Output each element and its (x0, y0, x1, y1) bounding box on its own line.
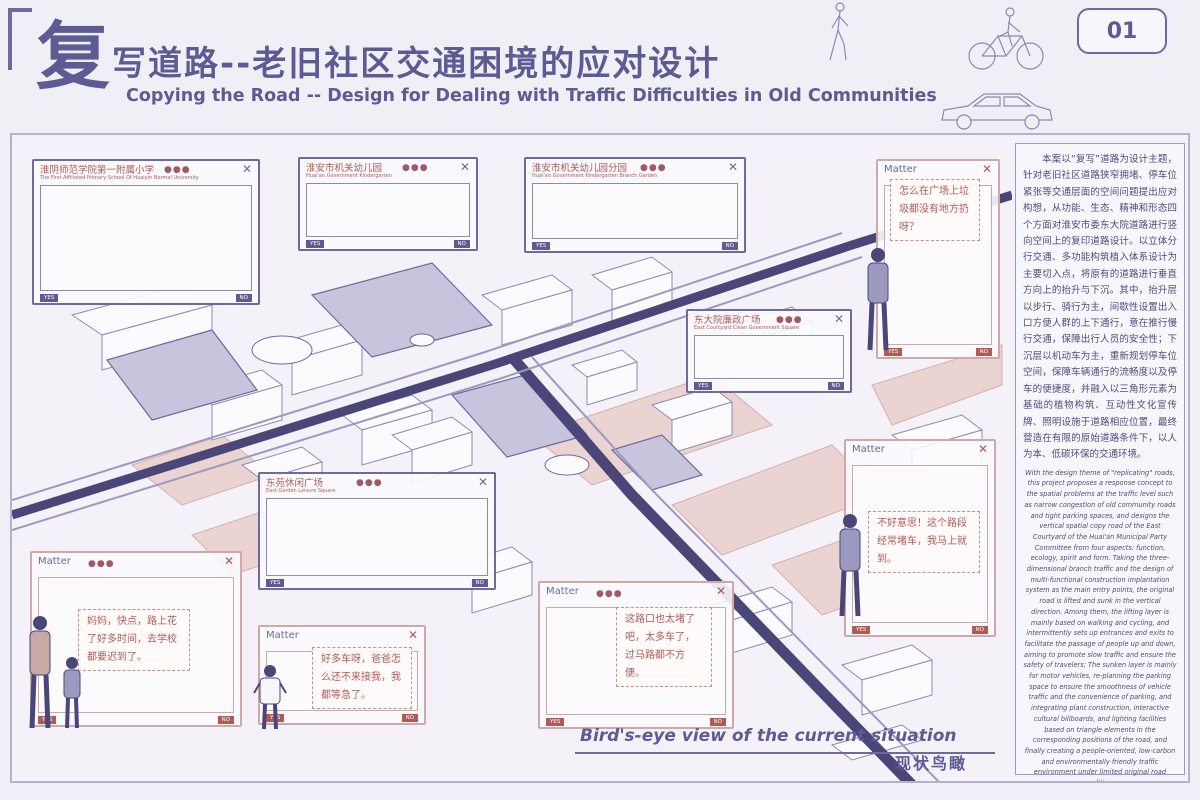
speech-bubble: 妈妈，快点，路上花了好多时间，去学校都要迟到了。 (78, 609, 190, 671)
popup-image (306, 183, 470, 237)
close-icon[interactable]: ✕ (715, 584, 726, 598)
no-button[interactable]: NO (975, 348, 992, 356)
close-icon[interactable]: ✕ (407, 628, 418, 642)
popup-dots-icon: ●●● (776, 315, 803, 325)
matter-dots-icon: ●●● (88, 559, 115, 569)
matter-title: Matter (266, 630, 299, 641)
popup-dots-icon: ●●● (164, 165, 191, 175)
no-button[interactable]: NO (709, 718, 726, 726)
popup-image (266, 498, 488, 576)
popup-primary-school[interactable]: 淮阴师范学院第一附属小学 The First Affiliated Primar… (32, 159, 260, 305)
no-button[interactable]: NO (235, 294, 252, 302)
popup-subtitle: East Garden Leisure Square (266, 488, 336, 494)
matter-title: Matter (852, 444, 885, 455)
popup-image (694, 335, 844, 379)
pedestrian-sketch (829, 2, 849, 61)
title-big-character: 复 (36, 14, 110, 100)
popup-title: 淮安市机关幼儿园 (306, 163, 383, 174)
cyclist-sketch (968, 7, 1044, 70)
corner-bracket (8, 8, 32, 70)
popup-subtitle: Huai'an Government Kindergarten Branch G… (532, 173, 658, 179)
matter-popup-square[interactable]: Matter ✕ YES NO (876, 159, 1000, 359)
caption-english: Bird's-eye view of the current situation (580, 726, 957, 746)
popup-title: 东大院廉政广场 (694, 315, 761, 326)
no-button[interactable]: NO (971, 626, 988, 634)
yes-button[interactable]: YES (40, 294, 59, 302)
no-button[interactable]: NO (453, 240, 470, 248)
parent-child-figure (29, 616, 81, 729)
popup-image (40, 185, 252, 291)
no-button[interactable]: NO (401, 714, 418, 722)
popup-east-courtyard-square[interactable]: 东大院廉政广场 East Courtyard Clean Government … (686, 309, 852, 393)
child-figure (253, 665, 287, 730)
close-icon[interactable]: ✕ (981, 162, 992, 176)
birdseye-frame: 淮阴师范学院第一附属小学 The First Affiliated Primar… (10, 133, 1190, 783)
page-title-chinese: 写道路--老旧社区交通困境的应对设计 (112, 44, 721, 84)
popup-title: 淮安市机关幼儿园分园 (532, 163, 628, 174)
matter-title: Matter (546, 586, 579, 597)
popup-dots-icon: ●●● (640, 163, 667, 173)
speech-bubble: 好多车呀，爸爸怎么还不来接我，我都等急了。 (312, 647, 412, 709)
caption-chinese: 现状鸟瞰 (895, 754, 968, 773)
description-chinese: 本案以“复写”道路为设计主题，针对老旧社区道路狭窄拥堵、停车位紧张等交通层面的空… (1023, 154, 1177, 461)
close-icon[interactable]: ✕ (241, 162, 252, 176)
yes-button[interactable]: YES (532, 242, 551, 250)
caption-underline (575, 752, 995, 754)
popup-title: 淮阴师范学院第一附属小学 (40, 165, 155, 176)
yes-button[interactable]: YES (266, 579, 285, 587)
close-icon[interactable]: ✕ (477, 475, 488, 489)
close-icon[interactable]: ✕ (977, 442, 988, 456)
yes-button[interactable]: YES (884, 348, 903, 356)
page-number-badge: 01 (1077, 8, 1167, 54)
person-figure (867, 248, 889, 351)
car-sketch (941, 93, 1053, 130)
page-title-english: Copying the Road -- Design for Dealing w… (126, 86, 937, 106)
matter-dots-icon: ●●● (596, 589, 623, 599)
no-button[interactable]: NO (721, 242, 738, 250)
popup-subtitle: East Courtyard Clean Government Square (694, 325, 800, 331)
description-panel: 本案以“复写”道路为设计主题，针对老旧社区道路狭窄拥堵、停车位紧张等交通层面的空… (1015, 143, 1185, 781)
close-icon[interactable]: ✕ (223, 554, 234, 568)
matter-title: Matter (38, 556, 71, 567)
description-english: With the design theme of "replicating" r… (1023, 468, 1177, 781)
close-icon[interactable]: ✕ (833, 312, 844, 326)
speech-bubble: 怎么在广场上垃圾都没有地方扔呀？ (890, 179, 980, 241)
no-button[interactable]: NO (217, 716, 234, 724)
close-icon[interactable]: ✕ (459, 160, 470, 174)
popup-kindergarten-branch[interactable]: 淮安市机关幼儿园分园 Huai'an Government Kindergart… (524, 157, 746, 253)
speech-bubble: 这路口也太堵了吧，太多车了，过马路都不方便。 (616, 607, 712, 687)
popup-image (532, 183, 738, 239)
popup-dots-icon: ●●● (356, 478, 383, 488)
popup-dots-icon: ●●● (402, 163, 429, 173)
speech-bubble: 不好意思！这个路段经常堵车，我马上就到。 (868, 511, 980, 573)
close-icon[interactable]: ✕ (727, 160, 738, 174)
no-button[interactable]: NO (471, 579, 488, 587)
matter-title: Matter (884, 164, 917, 175)
popup-subtitle: Huai'an Government Kindergarten (306, 173, 392, 179)
popup-east-garden-square[interactable]: 东苑休闲广场 East Garden Leisure Square ●●● ✕ … (258, 472, 496, 590)
yes-button[interactable]: YES (306, 240, 325, 248)
person-figure (839, 514, 861, 617)
yes-button[interactable]: YES (546, 718, 565, 726)
popup-subtitle: The First Affiliated Primary School Of H… (40, 175, 199, 181)
yes-button[interactable]: YES (694, 382, 713, 390)
popup-kindergarten[interactable]: 淮安市机关幼儿园 Huai'an Government Kindergarten… (298, 157, 478, 251)
popup-title: 东苑休闲广场 (266, 478, 324, 489)
no-button[interactable]: NO (827, 382, 844, 390)
yes-button[interactable]: YES (852, 626, 871, 634)
